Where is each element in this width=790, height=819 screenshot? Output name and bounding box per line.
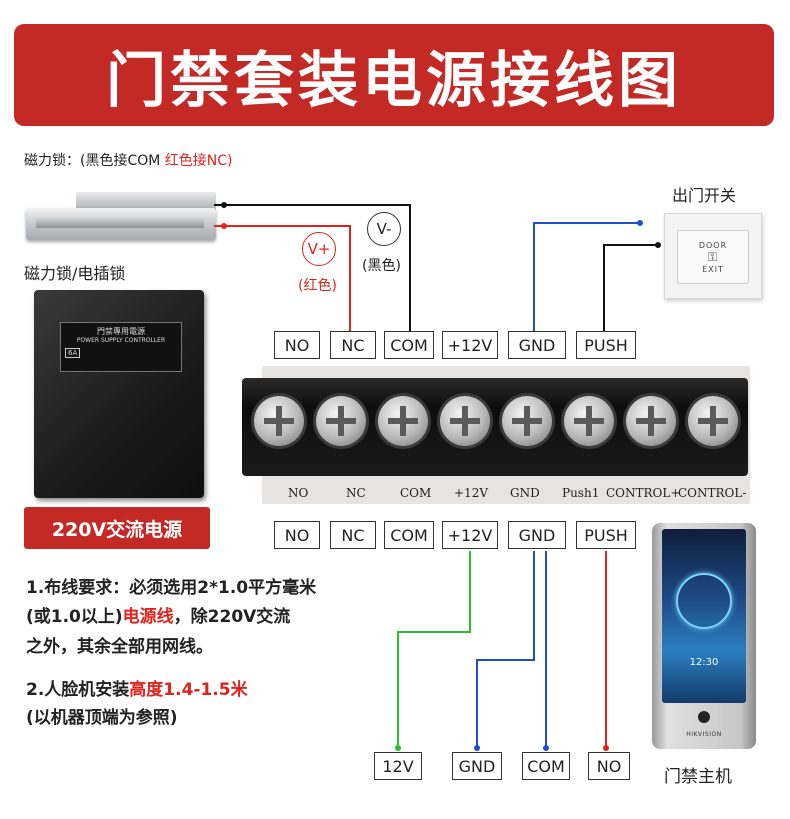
bottom-terminal-no: NO bbox=[274, 521, 320, 549]
terminal-screw bbox=[626, 396, 676, 446]
black-wire bbox=[214, 204, 411, 331]
terminal-screw bbox=[564, 396, 614, 446]
face-terminal-screen: 12:30 bbox=[662, 529, 746, 703]
pcb-label-control-minus: CONTROL- bbox=[678, 486, 747, 500]
pcb-label-nc: NC bbox=[346, 486, 366, 500]
pcb-label-push1: Push1 bbox=[562, 486, 600, 500]
lock-note-prefix: 磁力锁：(黑色接COM bbox=[24, 153, 165, 169]
exit-button-exit-text: EXIT bbox=[702, 264, 724, 274]
exit-button-door-text: DOOR bbox=[698, 240, 728, 250]
psu-plate-title: 門禁專用電源 bbox=[97, 327, 145, 336]
terminal-screw bbox=[440, 396, 490, 446]
blue-wire-gnd bbox=[476, 551, 535, 748]
exit-button: DOOR ⚿ EXIT bbox=[664, 213, 762, 299]
blue-wire-exit bbox=[533, 222, 640, 331]
power-supply: 門禁專用電源 POWER SUPPLY CONTROLLER 6A bbox=[34, 290, 204, 498]
psu-nameplate: 門禁專用電源 POWER SUPPLY CONTROLLER 6A bbox=[60, 322, 182, 372]
controller-terminal-com: COM bbox=[522, 752, 570, 780]
note-install-line1: 2.人脸机安装高度1.4-1.5米 bbox=[26, 676, 248, 704]
v-minus-label: (黑色) bbox=[362, 258, 401, 274]
top-terminal-no: NO bbox=[274, 331, 320, 359]
note-line2-prefix: (或1.0以上) bbox=[26, 607, 123, 627]
psu-plate-subtitle: POWER SUPPLY CONTROLLER bbox=[76, 337, 166, 344]
bottom-terminal-nc: NC bbox=[330, 521, 376, 549]
key-icon: ⚿ bbox=[707, 249, 719, 264]
note-line2-red: 电源线 bbox=[122, 607, 174, 627]
pcb-label-control-plus: CONTROL+ bbox=[606, 486, 681, 500]
pcb-label-gnd: GND bbox=[510, 486, 540, 500]
note-wiring-line1: 1.布线要求：必须选用2*1.0平方毫米 bbox=[26, 578, 317, 598]
terminal-screw bbox=[254, 396, 304, 446]
top-terminal-push: PUSH bbox=[576, 331, 636, 359]
note-wiring-line3: 之外，其余全部用网线。 bbox=[26, 637, 213, 657]
v-minus-symbol: V- bbox=[367, 212, 401, 246]
v-plus-label: (红色) bbox=[298, 278, 337, 294]
top-terminal-12v: +12V bbox=[442, 331, 498, 359]
black-wire-exit bbox=[603, 244, 658, 331]
bottom-terminal-push: PUSH bbox=[576, 521, 636, 549]
pcb-label-no: NO bbox=[288, 486, 309, 500]
bottom-terminal-12v: +12V bbox=[442, 521, 498, 549]
exit-button-label: 出门开关 bbox=[672, 186, 737, 205]
note-line4-prefix: 2.人脸机安装 bbox=[26, 680, 130, 700]
red-wire bbox=[214, 225, 351, 331]
top-terminal-gnd: GND bbox=[508, 331, 566, 359]
note-line4-red: 高度1.4-1.5米 bbox=[129, 680, 248, 700]
lock-wiring-note: 磁力锁：(黑色接COM 红色接NC) bbox=[24, 150, 233, 170]
note-wiring-line2: (或1.0以上)电源线，除220V交流 bbox=[26, 603, 290, 631]
face-scan-icon bbox=[676, 573, 732, 629]
terminal-screw bbox=[316, 396, 366, 446]
v-plus-symbol: V+ bbox=[302, 232, 336, 266]
terminal-screw bbox=[378, 396, 428, 446]
title-banner: 门禁套装电源接线图 bbox=[14, 24, 774, 126]
page-title: 门禁套装电源接线图 bbox=[106, 45, 682, 116]
controller-terminal-gnd: GND bbox=[452, 752, 502, 780]
terminal-screw bbox=[688, 396, 738, 446]
note-install-line2: (以机器顶端为参照) bbox=[26, 708, 178, 728]
lock-note-red: 红色接NC) bbox=[164, 153, 233, 169]
camera-icon bbox=[698, 711, 710, 723]
psu-plate-badge: 6A bbox=[65, 348, 81, 358]
green-wire bbox=[397, 551, 471, 748]
pcb-label-12v: +12V bbox=[454, 486, 488, 500]
bottom-terminal-com: COM bbox=[384, 521, 434, 549]
face-terminal-time: 12:30 bbox=[689, 657, 719, 668]
face-terminal-label: 门禁主机 bbox=[664, 767, 732, 787]
face-recognition-terminal: 12:30 HIKVISION bbox=[652, 523, 756, 749]
pcb-label-com: COM bbox=[400, 486, 432, 500]
lock-label: 磁力锁/电插锁 bbox=[24, 264, 126, 283]
face-terminal-brand: HIKVISION bbox=[686, 731, 722, 738]
psu-voltage-tag: 220V交流电源 bbox=[24, 507, 210, 549]
bottom-terminal-gnd: GND bbox=[508, 521, 566, 549]
terminal-screw bbox=[502, 396, 552, 446]
magnetic-lock bbox=[26, 192, 216, 244]
top-terminal-com: COM bbox=[384, 331, 434, 359]
controller-terminal-no: NO bbox=[588, 752, 630, 780]
top-terminal-nc: NC bbox=[330, 331, 376, 359]
note-line2-suffix: ，除220V交流 bbox=[173, 607, 291, 627]
controller-terminal-12v: 12V bbox=[374, 752, 422, 780]
